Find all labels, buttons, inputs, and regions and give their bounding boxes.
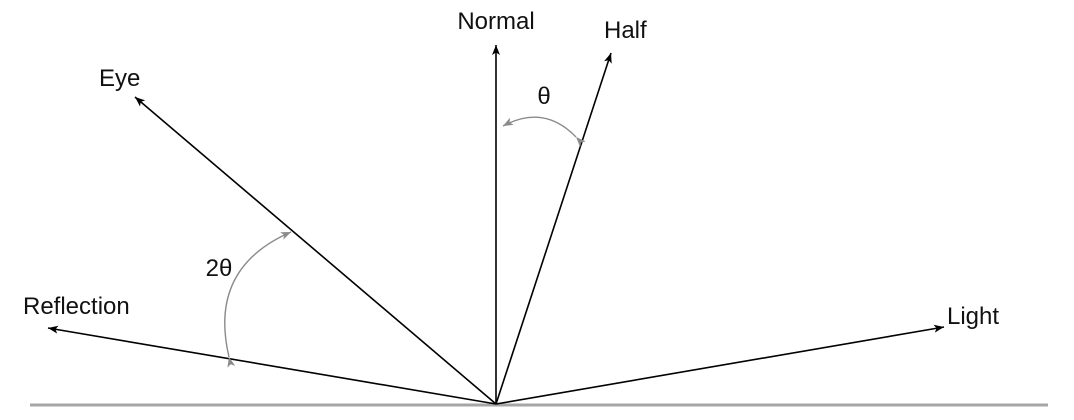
theta-angle-arc: [502, 116, 586, 147]
half-label: Half: [604, 17, 647, 44]
eye-label: Eye: [99, 65, 140, 92]
theta-label: θ: [537, 83, 550, 110]
reflection-label: Reflection: [23, 293, 130, 320]
eye-vector: [134, 96, 497, 405]
normal-label: Normal: [457, 8, 534, 35]
light-label: Light: [947, 303, 999, 330]
reflection-vector: [47, 325, 497, 405]
two-theta-label: 2θ: [206, 255, 233, 282]
two-theta-angle-arc: [224, 231, 292, 368]
half-vector: [495, 52, 612, 405]
light-vector: [495, 324, 945, 405]
